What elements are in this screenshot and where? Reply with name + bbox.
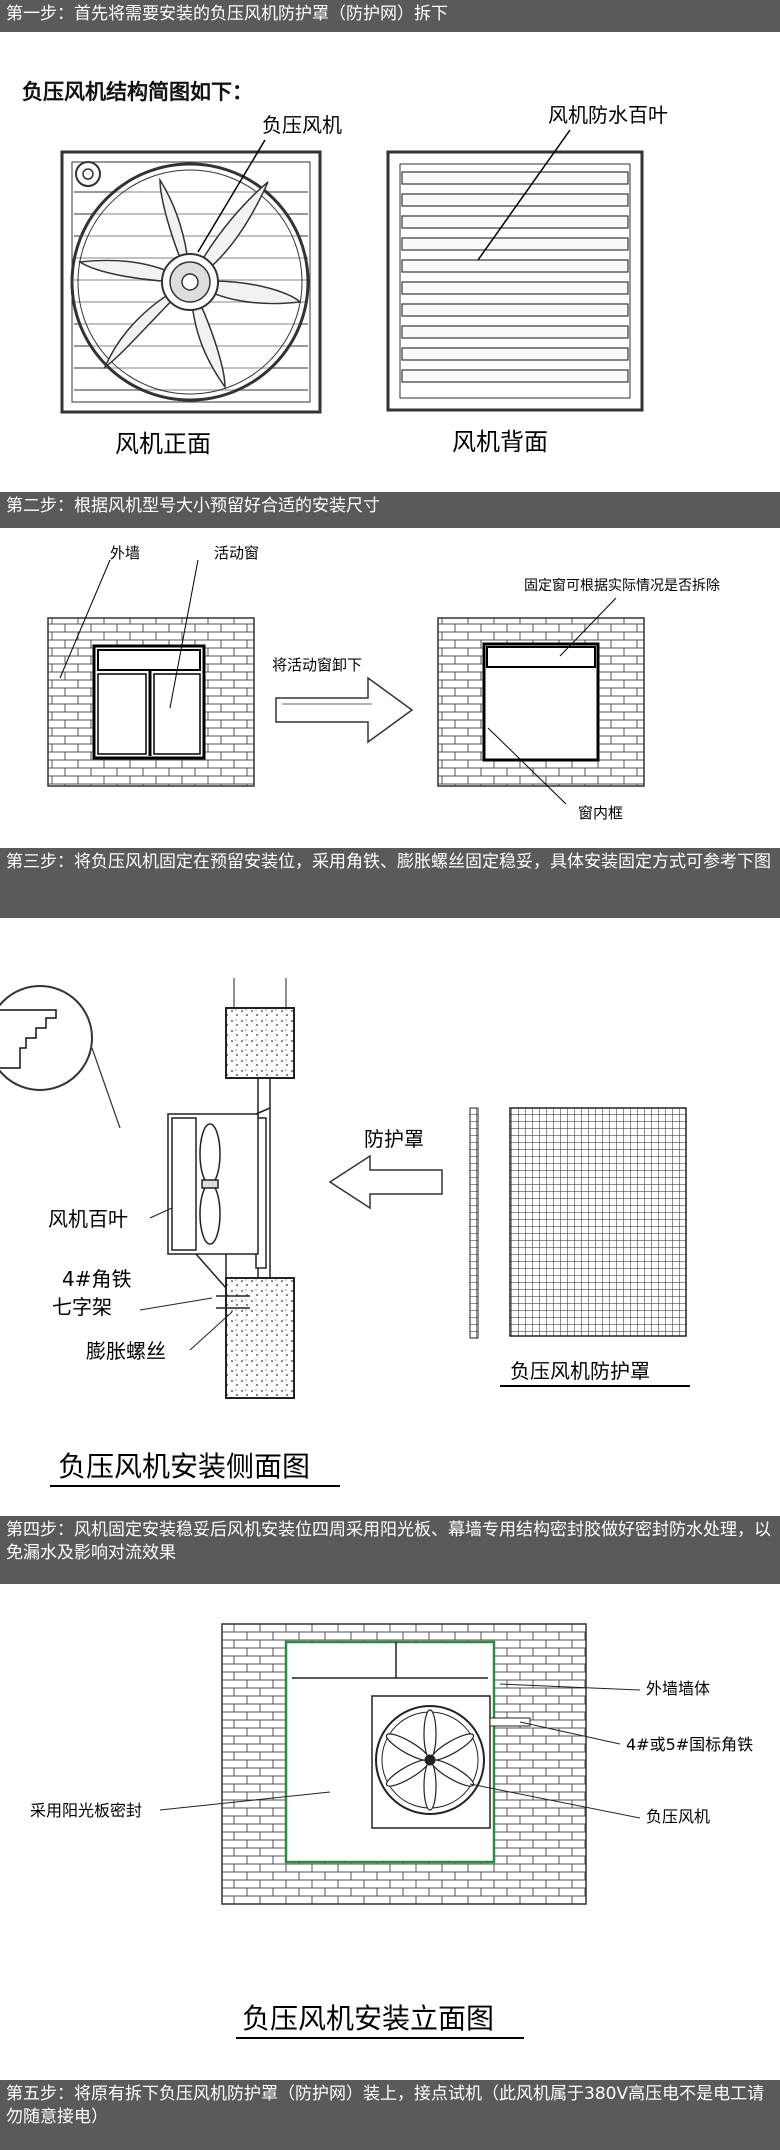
label-angle-steel: 4#或5#国标角铁 [626,1735,753,1754]
side-view-panel: 防护罩 负压风机防护罩 风机百叶 4#角铁 七字架 膨胀螺丝 负压风机安装侧面图 [0,918,780,1516]
fan-side-drawing [167,1107,271,1309]
label-fan-elevation: 负压风机 [646,1807,710,1826]
step-1-text: 第一步：首先将需要安装的负压风机防护罩（防护网）拆下 [6,4,448,24]
step-2-text: 第二步：根据风机型号大小预留好合适的安装尺寸 [6,496,380,516]
label-outer-wall: 外墙 [110,544,140,562]
step-5-bar: 第五步：将原有拆下负压风机防护罩（防护网）装上，接点试机（此风机属于380V高压… [0,2080,780,2150]
caption-side-view: 负压风机安装侧面图 [58,1450,310,1483]
label-inner-frame: 窗内框 [578,804,623,822]
step-2-bar: 第二步：根据风机型号大小预留好合适的安装尺寸 [0,492,780,528]
opening-size-panel: 外墙 活动窗 将活动窗卸下 固定窗可根据实际情况是否拆除 窗内框 [0,528,780,848]
caption-guard: 负压风机防护罩 [510,1359,650,1383]
label-fixed-window: 固定窗可根据实际情况是否拆除 [524,577,720,594]
label-expansion-bolt: 膨胀螺丝 [86,1339,166,1363]
label-fan-louver: 风机百叶 [48,1207,128,1231]
opening-size-diagram: 外墙 活动窗 将活动窗卸下 固定窗可根据实际情况是否拆除 窗内框 [47,544,720,822]
guard-side-view [469,1107,479,1339]
elevation-panel: 外墙墙体 4#或5#国标角铁 采用阳光板密封 负压风机 负压风机安装立面图 [0,1584,780,2080]
fan-back-drawing [386,129,644,412]
label-movable-window: 活动窗 [214,544,259,562]
wall-with-opening [437,597,645,805]
label-guard: 防护罩 [364,1127,424,1151]
structure-subtitle: 负压风机结构简图如下： [22,80,253,104]
step-4-bar: 第四步：风机固定安装稳妥后风机安装位四周采用阳光板、幕墙专用结构密封胶做好密封防… [0,1516,780,1584]
elevation-diagram: 外墙墙体 4#或5#国标角铁 采用阳光板密封 负压风机 负压风机安装立面图 [30,1623,753,2039]
fan-structure-diagram: 负压风机 风机正面 风机防水百叶 风机背面 [60,103,668,458]
step-3-bar: 第三步：将负压风机固定在预留安装位，采用角铁、膨胀螺丝固定稳妥，具体安装固定方式… [0,848,780,918]
caption-fan-front: 风机正面 [115,430,211,458]
fan-structure-panel: 负压风机结构简图如下： [0,32,780,492]
label-fan: 负压风机 [262,113,342,137]
label-outer-wall-body: 外墙墙体 [646,1679,710,1698]
label-bracket: 七字架 [52,1295,112,1319]
label-louver: 风机防水百叶 [548,103,668,127]
caption-fan-back: 风机背面 [452,428,548,456]
wall-with-window [47,559,255,787]
guard-mesh [509,1107,687,1337]
side-view-diagram: 防护罩 负压风机防护罩 风机百叶 4#角铁 七字架 膨胀螺丝 负压风机安装侧面图 [0,978,690,1487]
fan-elevation [371,1695,531,1829]
label-angle-iron: 4#角铁 [62,1267,131,1291]
right-arrow-icon [275,676,414,744]
fan-front-drawing [60,139,322,414]
guard-arrow-icon [328,1154,443,1210]
label-remove-window: 将活动窗卸下 [272,656,362,674]
step-5-text: 第五步：将原有拆下负压风机防护罩（防护网）装上，接点试机（此风机属于380V高压… [6,2084,765,2127]
step-1-bar: 第一步：首先将需要安装的负压风机防护罩（防护网）拆下 [0,0,780,32]
detail-callout-circle [0,985,121,1129]
label-polycarbonate-seal: 采用阳光板密封 [30,1801,142,1820]
caption-elevation: 负压风机安装立面图 [242,2002,494,2035]
step-3-text: 第三步：将负压风机固定在预留安装位，采用角铁、膨胀螺丝固定稳妥，具体安装固定方式… [6,852,771,872]
step-4-text: 第四步：风机固定安装稳妥后风机安装位四周采用阳光板、幕墙专用结构密封胶做好密封防… [6,1520,771,1563]
